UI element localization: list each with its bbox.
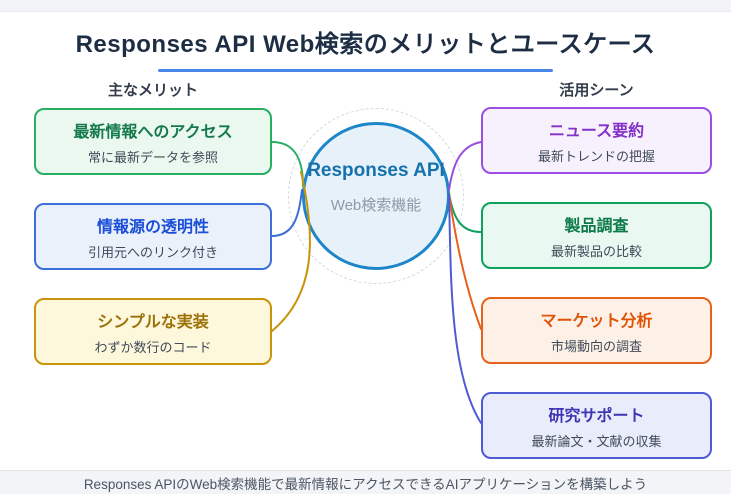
usecase-box-product-research: 製品調査 最新製品の比較 bbox=[481, 202, 712, 269]
usecase-subtitle: 市場動向の調査 bbox=[550, 338, 642, 354]
center-node-subtitle: Web検索機能 bbox=[330, 197, 422, 214]
usecase-box-market-analysis: マーケット分析 市場動向の調査 bbox=[481, 297, 712, 364]
benefit-subtitle: わずか数行のコード bbox=[94, 339, 212, 355]
benefit-box-simple-implementation: シンプルな実装 わずか数行のコード bbox=[34, 298, 272, 365]
page-title: Responses API Web検索のメリットとユースケース bbox=[75, 31, 656, 58]
benefit-subtitle: 引用元へのリンク付き bbox=[87, 244, 218, 260]
usecase-subtitle: 最新トレンドの把握 bbox=[537, 148, 655, 164]
usecase-subtitle: 最新論文・文献の収集 bbox=[531, 433, 662, 449]
title-underline bbox=[158, 69, 553, 72]
usecase-box-research-support: 研究サポート 最新論文・文献の収集 bbox=[481, 392, 712, 459]
center-node-title: Responses API bbox=[307, 160, 445, 181]
benefit-title: シンプルな実装 bbox=[97, 313, 209, 331]
usecase-title: 研究サポート bbox=[548, 407, 645, 425]
usecase-box-news-summary: ニュース要約 最新トレンドの把握 bbox=[481, 107, 712, 174]
center-node-label: Responses API Web検索機能 bbox=[292, 160, 460, 215]
benefit-box-latest-info-access: 最新情報へのアクセス 常に最新データを参照 bbox=[34, 108, 272, 175]
benefit-title: 情報源の透明性 bbox=[96, 218, 209, 236]
usecase-title: 製品調査 bbox=[564, 217, 629, 235]
benefit-subtitle: 常に最新データを参照 bbox=[87, 149, 218, 165]
usecase-title: マーケット分析 bbox=[540, 312, 653, 330]
benefit-box-source-transparency: 情報源の透明性 引用元へのリンク付き bbox=[34, 203, 272, 270]
usecase-subtitle: 最新製品の比較 bbox=[550, 243, 642, 259]
top-strip bbox=[0, 0, 731, 12]
benefit-title: 最新情報へのアクセス bbox=[73, 123, 233, 141]
footer-strip: Responses APIのWeb検索機能で最新情報にアクセスできるAIアプリケ… bbox=[0, 470, 731, 494]
usecase-title: ニュース要約 bbox=[548, 122, 645, 140]
left-column-heading: 主なメリット bbox=[107, 82, 198, 99]
footer-text: Responses APIのWeb検索機能で最新情報にアクセスできるAIアプリケ… bbox=[83, 476, 648, 492]
right-column-heading: 活用シーン bbox=[559, 82, 634, 99]
